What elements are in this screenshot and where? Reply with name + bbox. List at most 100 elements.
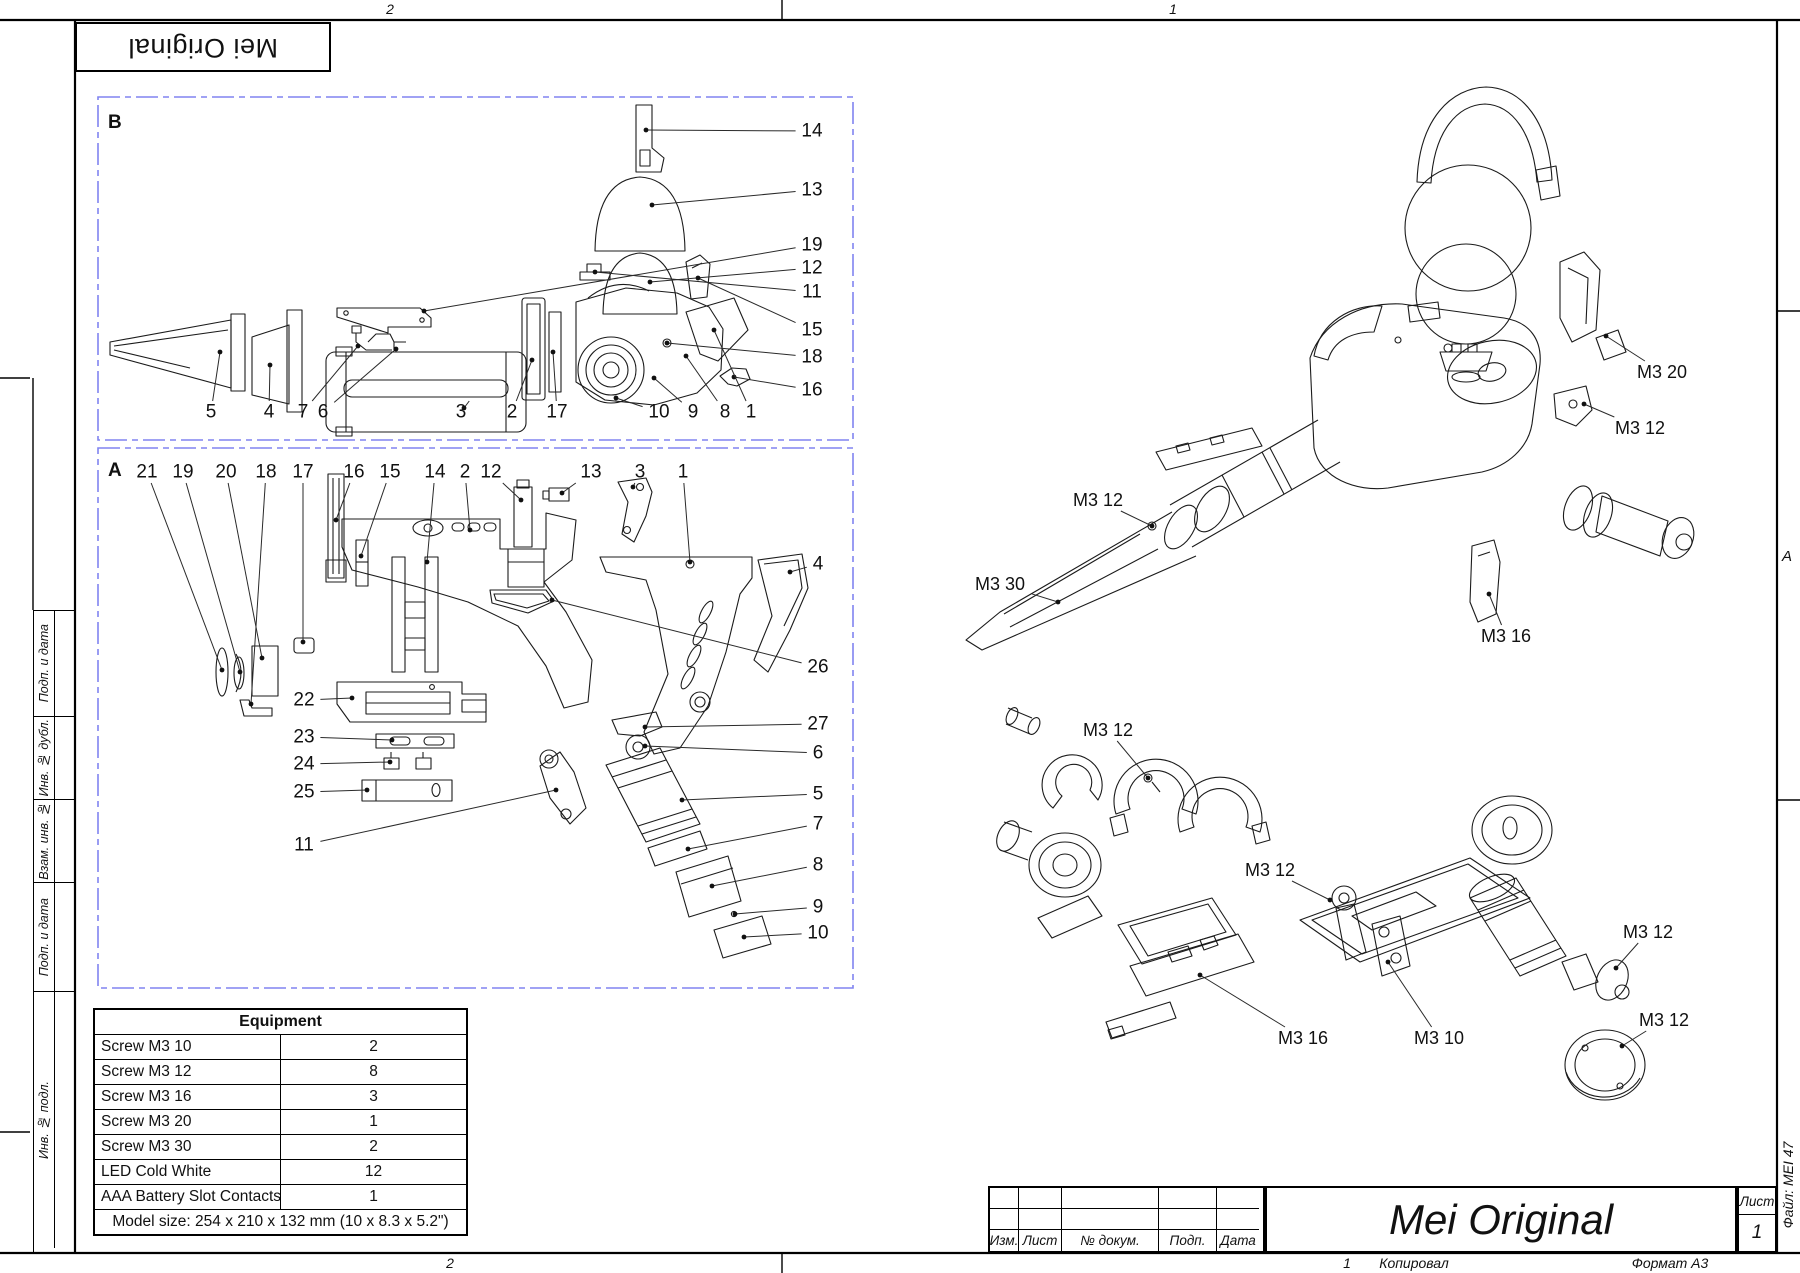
section-a-border — [97, 447, 854, 989]
part-callout-b: 19 — [801, 234, 823, 256]
title-block-empty-cell — [1061, 1209, 1158, 1230]
equipment-item-name: LED Cold White — [93, 1159, 281, 1185]
title-block-empty-cell — [1061, 1188, 1158, 1209]
part-callout-a: 15 — [379, 461, 401, 483]
part-callout-a: 13 — [580, 461, 602, 483]
title-block-empty-cell — [990, 1209, 1018, 1230]
equipment-item-name: Screw M3 12 — [93, 1059, 281, 1085]
title-block-empty-cell — [1018, 1209, 1061, 1230]
screw-size-label: M3 20 — [1636, 362, 1688, 382]
part-callout-a: 26 — [807, 656, 829, 678]
section-borders — [97, 96, 854, 989]
zone-number-top: 2 — [386, 1, 394, 17]
screw-size-label: M3 10 — [1413, 1028, 1465, 1048]
part-callout-a: 24 — [293, 753, 315, 775]
exploded-view-3d-art — [965, 86, 1695, 1101]
equipment-item-qty: 2 — [280, 1034, 468, 1060]
part-callout-b: 9 — [687, 401, 699, 423]
sheet-number: 1 — [1751, 1222, 1763, 1243]
title-block-column-label: Подп. — [1158, 1230, 1216, 1251]
zone-number-bottom: 1 — [1343, 1255, 1351, 1271]
part-callout-a: 1 — [677, 461, 689, 483]
part-callout-a: 6 — [812, 742, 824, 764]
sidebar-cell: Подп. и дата — [34, 882, 74, 991]
title-block-sheet-cell: Лист 1 — [1737, 1186, 1777, 1253]
part-callout-a: 10 — [807, 922, 829, 944]
file-name-label: Файл: MEI 47 — [1780, 1141, 1796, 1229]
part-callout-a: 22 — [293, 689, 315, 711]
part-callout-a: 25 — [293, 781, 315, 803]
part-callout-b: 5 — [205, 401, 217, 423]
sidebar-cell: Инв. № подл. — [34, 991, 74, 1248]
equipment-item-qty: 3 — [280, 1084, 468, 1110]
part-callout-a: 21 — [136, 461, 158, 483]
row-zone-marker: A — [1782, 548, 1793, 565]
sheet-frame — [0, 18, 1800, 1255]
part-callout-a: 11 — [294, 834, 314, 856]
screw-size-label: M3 30 — [974, 574, 1026, 594]
part-callout-b: 12 — [801, 257, 823, 279]
part-callout-b: 2 — [506, 401, 518, 423]
title-block-empty-cell — [1018, 1188, 1061, 1209]
leader-lines — [150, 127, 1647, 1049]
zone-number-bottom: Формат А3 — [1631, 1255, 1709, 1271]
sidebar-cell-label: Подп. и дата — [37, 897, 51, 977]
part-callout-b: 3 — [455, 401, 467, 423]
screw-size-label: M3 12 — [1614, 418, 1666, 438]
part-callout-a: 27 — [807, 713, 829, 735]
part-callout-a: 18 — [255, 461, 277, 483]
part-callout-a: 14 — [424, 461, 446, 483]
part-callout-b: 18 — [801, 346, 823, 368]
screw-size-label: M3 12 — [1072, 490, 1124, 510]
equipment-item-name: Screw M3 10 — [93, 1034, 281, 1060]
zone-number-top: 1 — [1169, 1, 1177, 17]
part-callout-a: 2 — [459, 461, 471, 483]
part-callout-b: 8 — [719, 401, 731, 423]
section-a-label: A — [108, 460, 122, 481]
part-callout-a: 12 — [480, 461, 502, 483]
sidebar-cell-label: Инв. № дубл. — [37, 719, 51, 797]
screw-size-label: M3 16 — [1480, 626, 1532, 646]
screw-size-label: M3 16 — [1277, 1028, 1329, 1048]
part-callout-b: 7 — [297, 401, 309, 423]
equipment-item-name: Screw M3 16 — [93, 1084, 281, 1110]
part-callout-b: 17 — [546, 401, 568, 423]
part-callout-b: 15 — [801, 319, 823, 341]
part-callout-b: 11 — [802, 281, 822, 303]
title-block-column-label: № докум. — [1061, 1230, 1158, 1251]
top-title-text: Mei Original — [127, 32, 279, 63]
title-block-column-label: Изм. — [990, 1233, 1018, 1248]
part-callout-b: 10 — [648, 401, 670, 423]
part-callout-a: 3 — [634, 461, 646, 483]
sheet-label: Лист — [1739, 1188, 1775, 1215]
sidebar-cell: Инв. № дубл. — [34, 716, 74, 799]
part-callout-b: 1 — [745, 401, 757, 423]
sidebar-cell: Взам. инв. № — [34, 799, 74, 882]
screw-size-label: M3 12 — [1244, 860, 1296, 880]
equipment-item-qty: 2 — [280, 1134, 468, 1160]
part-callout-a: 16 — [343, 461, 365, 483]
equipment-item-name: Screw M3 20 — [93, 1109, 281, 1135]
section-b-label: B — [108, 112, 122, 133]
sidebar-cell-label: Инв. № подл. — [37, 1080, 51, 1160]
exploded-view-b-art — [109, 104, 751, 437]
equipment-table-title: Equipment — [93, 1008, 468, 1035]
equipment-item-qty: 1 — [280, 1109, 468, 1135]
part-callout-a: 23 — [293, 726, 315, 748]
exploded-view-a-art — [215, 473, 809, 959]
screw-size-label: M3 12 — [1622, 922, 1674, 942]
title-block-empty-cell — [1158, 1188, 1216, 1209]
equipment-item-qty: 8 — [280, 1059, 468, 1085]
part-callout-a: 19 — [172, 461, 194, 483]
top-title-box: Mei Original — [75, 22, 331, 72]
part-callout-b: 13 — [801, 179, 823, 201]
title-block-empty-cell — [990, 1188, 1018, 1209]
equipment-item-qty: 12 — [280, 1159, 468, 1185]
